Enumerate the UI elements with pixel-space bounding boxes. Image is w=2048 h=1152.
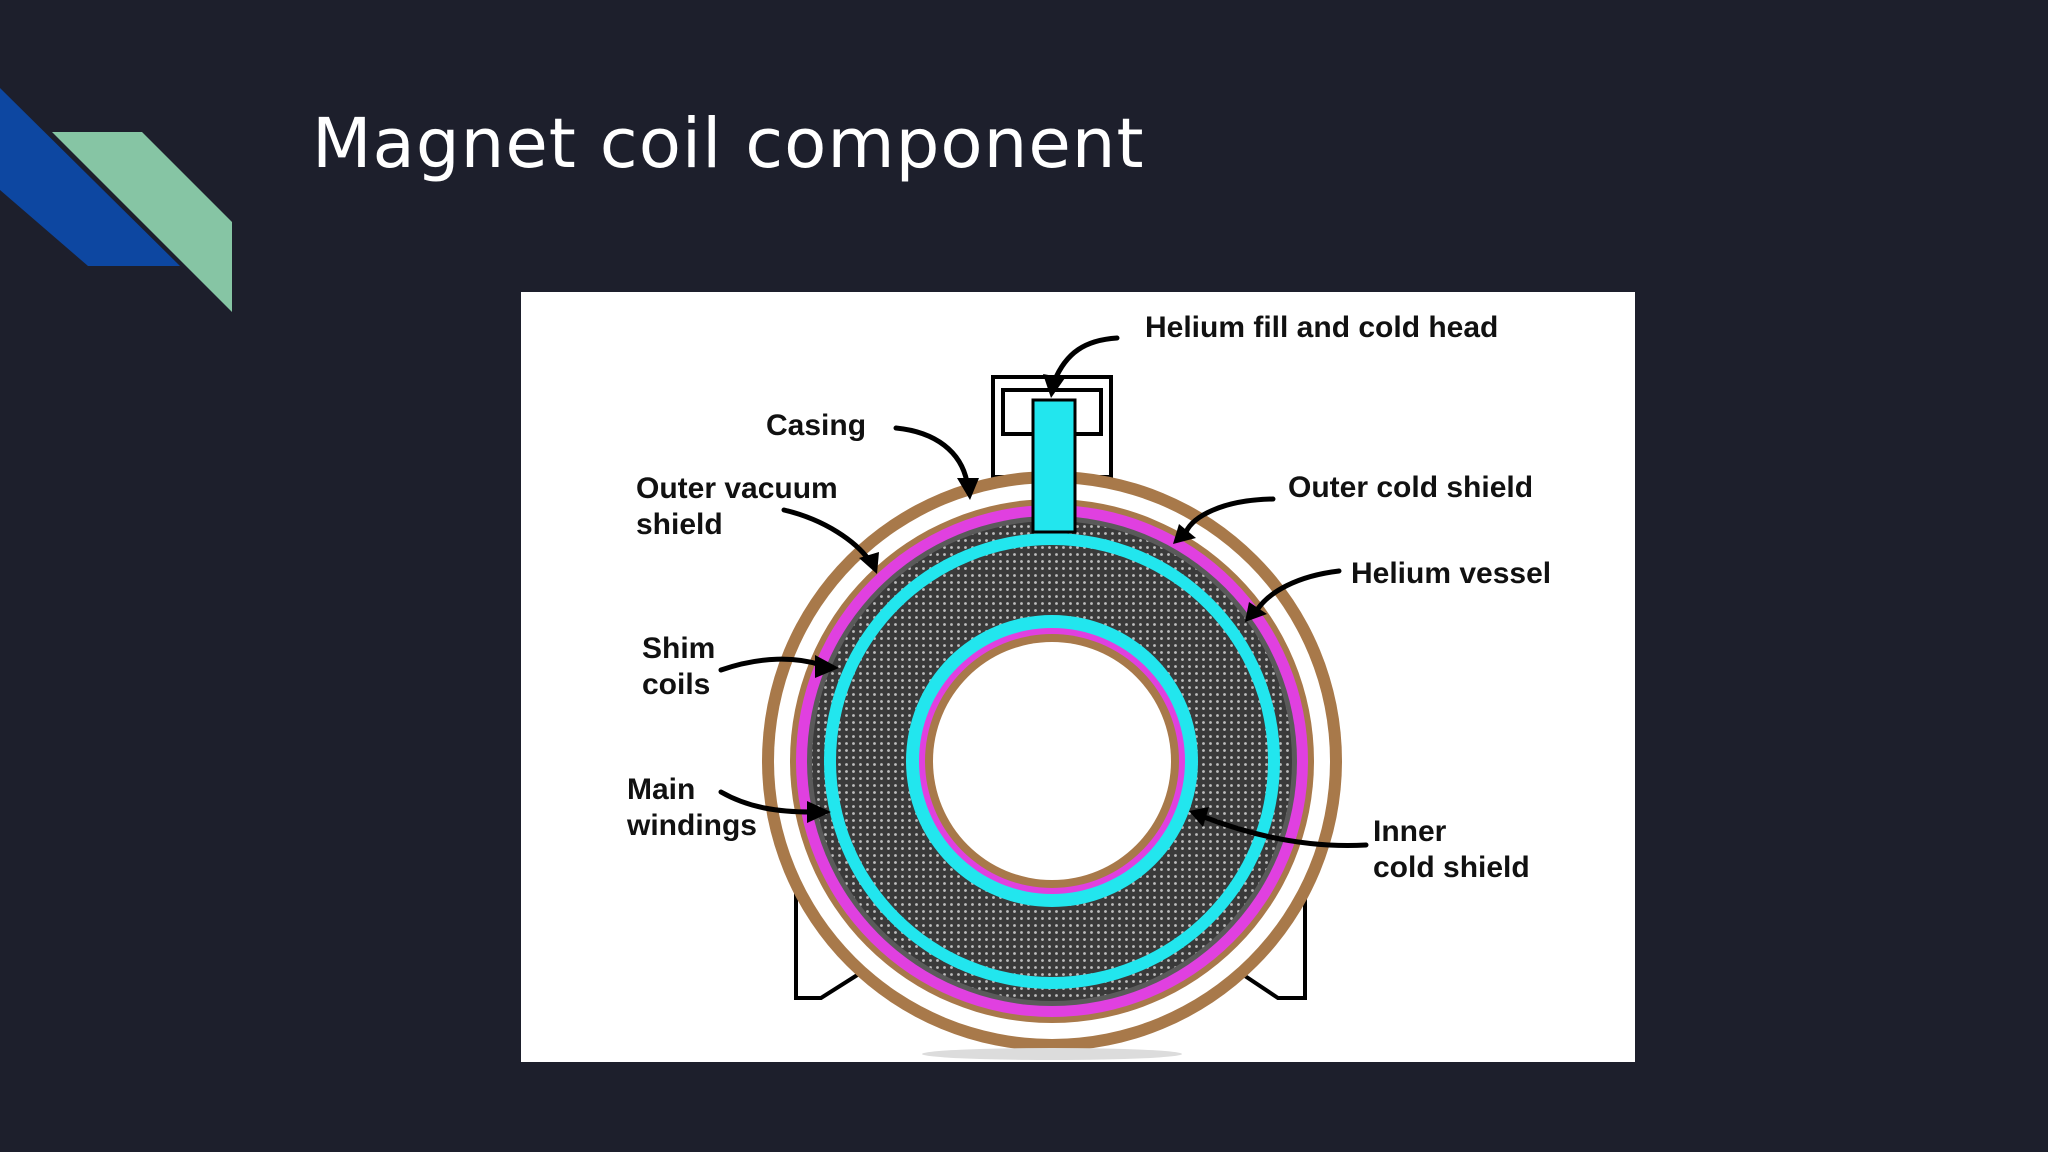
label-main-1: Main [627, 773, 695, 806]
arrow-helium-fill [1051, 335, 1120, 385]
label-outer-vacuum-1: Outer vacuum [636, 472, 838, 505]
label-shim-1: Shim [642, 632, 715, 665]
magnet-diagram-figure: Helium fill and cold head Casing Outer v… [521, 292, 1635, 1062]
arrow-outer-cold-shield [1183, 496, 1276, 535]
right-foot [1219, 890, 1307, 1000]
label-outer-vacuum-2: shield [636, 508, 723, 541]
magnet-cross-section: Helium fill and cold head Casing Outer v… [626, 311, 1551, 1060]
label-casing: Casing [766, 409, 866, 442]
arrow-main-windings [718, 789, 814, 815]
label-shim-2: coils [642, 668, 710, 701]
label-main-2: windings [626, 809, 757, 842]
arrow-outer-vacuum [781, 507, 872, 563]
corner-stripe-green [52, 132, 232, 312]
callout-arrows [718, 335, 1369, 848]
label-inner-1: Inner [1373, 815, 1447, 848]
support-feet [794, 890, 1307, 1000]
arrow-helium-vessel [1254, 568, 1342, 613]
label-helium-fill: Helium fill and cold head [1145, 311, 1498, 344]
slide-title: Magnet coil component [312, 104, 1145, 184]
corner-decoration [0, 88, 232, 312]
left-foot [794, 890, 883, 1000]
bore [933, 642, 1171, 880]
label-helium-vessel: Helium vessel [1351, 557, 1551, 590]
helium-fill-tube [1031, 398, 1077, 534]
base-shadow [922, 1048, 1182, 1060]
label-outer-cold-shield: Outer cold shield [1288, 471, 1533, 504]
corner-stripe-blue [0, 88, 180, 266]
arrow-inner-cold-shield [1201, 814, 1369, 848]
arrow-shim-coils [718, 656, 824, 673]
arrow-casing [893, 425, 970, 485]
label-inner-2: cold shield [1373, 851, 1530, 884]
